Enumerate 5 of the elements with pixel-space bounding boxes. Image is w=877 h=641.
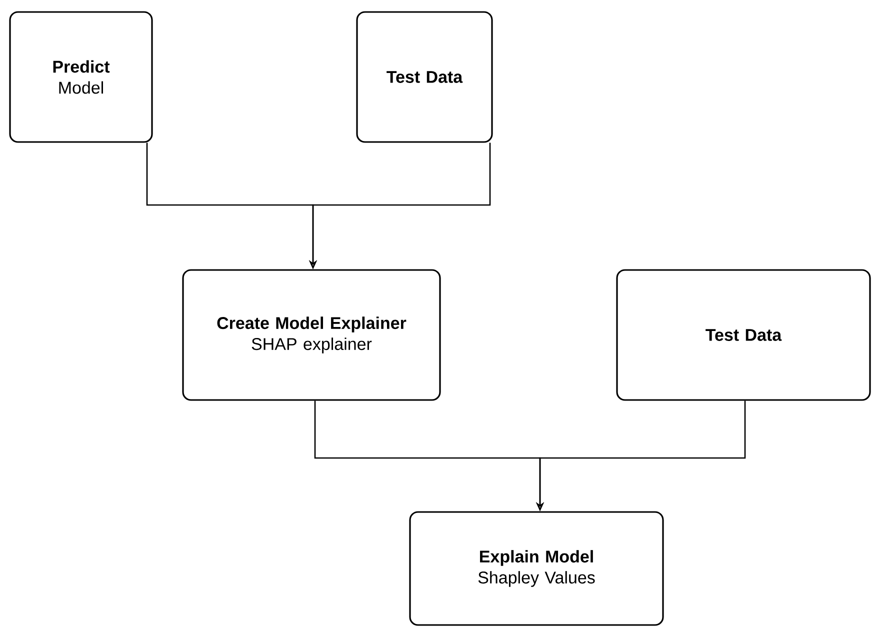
process-box: Test Data bbox=[356, 11, 493, 143]
process-box: Create Model Explainer SHAP explainer bbox=[182, 269, 441, 401]
process-box: Test Data bbox=[616, 269, 871, 401]
process-box: Predict Model bbox=[9, 11, 153, 143]
process-box: Explain Model Shapley Values bbox=[409, 511, 664, 626]
